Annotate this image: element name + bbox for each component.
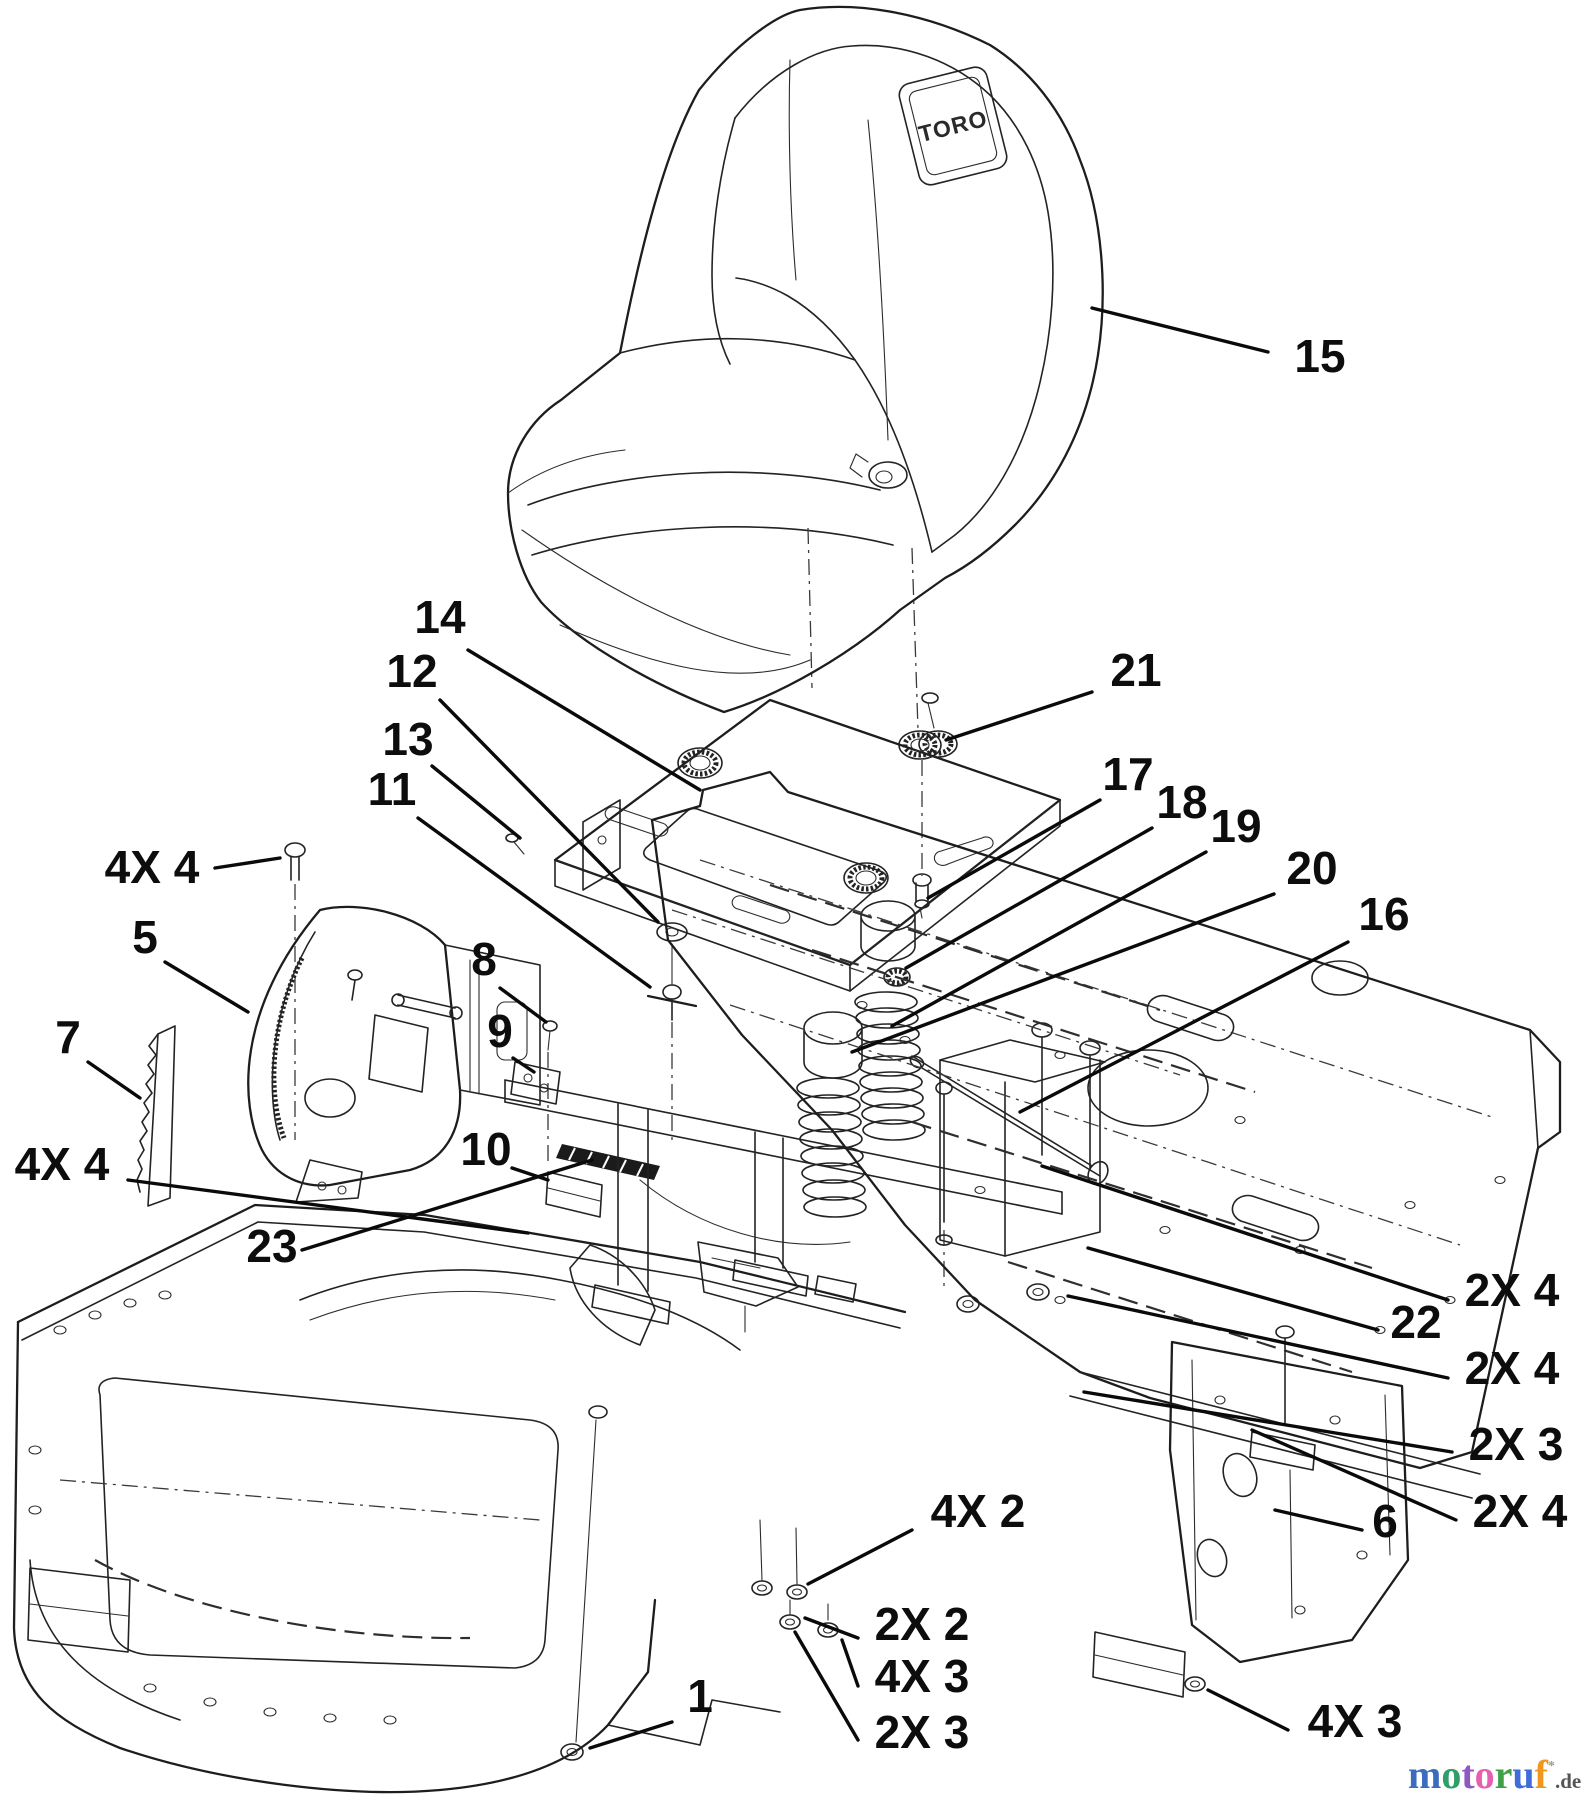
callout-leader-4x3-b [1206,1688,1290,1732]
callout-leader-4x2 [806,1528,914,1586]
callout-leader-2x3-a [1082,1390,1454,1454]
callout-leader-4x4-upper [213,856,282,870]
callout-leader-13 [430,764,522,840]
seat-mount-plate [505,692,1062,1021]
callout-leader-18 [904,826,1154,970]
callout-13: 13 [382,713,433,765]
callout-leader-7 [86,1060,142,1100]
callout-leader-2x4-b [1066,1294,1450,1380]
callout-leader-2x4-c [1250,1428,1458,1522]
callout-4x4-upper: 4X 4 [105,841,200,893]
callout-8: 8 [471,933,497,985]
callout-leader-23 [300,1158,594,1252]
callout-leader-8 [498,986,548,1024]
callout-2x4-b: 2X 4 [1465,1342,1560,1394]
callout-2x4-a: 2X 4 [1465,1264,1560,1316]
callout-leader-2x3-b [793,1630,860,1742]
callout-leader-17 [926,798,1102,900]
callout-leader-14 [466,648,702,792]
callout-leader-5 [163,960,250,1014]
callout-1: 1 [687,1670,713,1722]
construction-lines [294,527,945,1286]
callout-12: 12 [386,645,437,697]
seat-support-and-springs [504,873,1109,1325]
callout-15: 15 [1294,330,1345,382]
callout-leader-2x2 [803,1616,860,1640]
toro-logo-text: TORO [916,105,990,147]
callout-19: 19 [1210,800,1261,852]
callout-17: 17 [1102,748,1153,800]
callout-11: 11 [368,763,417,815]
callout-23: 23 [246,1220,297,1272]
callout-18: 18 [1156,776,1207,828]
callout-10: 10 [460,1123,511,1175]
callout-2x4-c: 2X 4 [1473,1485,1568,1537]
callout-6: 6 [1372,1495,1398,1547]
callout-20: 20 [1286,842,1337,894]
callout-leader-19 [890,850,1208,1028]
callout-2x3-a: 2X 3 [1469,1418,1564,1470]
callout-leader-4x4-lower [126,1178,530,1235]
callout-14: 14 [414,591,466,643]
callout-2x3-b: 2X 3 [875,1706,970,1758]
callout-leader-2x4-a [1040,1164,1450,1302]
callout-leader-4x3-a [840,1638,860,1688]
callout-leader-9 [511,1056,536,1074]
callout-leader-22 [1086,1246,1380,1332]
callout-leader-21 [944,690,1094,742]
callout-7: 7 [55,1011,81,1063]
callout-21: 21 [1110,644,1161,696]
callout-9: 9 [487,1005,513,1057]
toro-logo-patch: TORO [898,66,1008,186]
callout-4x3-b: 4X 3 [1308,1695,1403,1747]
callout-4x2: 4X 2 [931,1485,1026,1537]
callout-4x3-a: 4X 3 [875,1650,970,1702]
callout-leader-1 [588,1720,674,1750]
locknut-21 [898,730,942,760]
frame-front-section [12,1203,907,1794]
callout-5: 5 [132,911,158,963]
frame-right-panel [650,770,1562,1499]
callout-leader-20 [850,892,1276,1054]
callout-22: 22 [1390,1296,1441,1348]
callout-leader-10 [510,1166,550,1182]
callout-leader-11 [416,816,652,989]
callout-leader-15 [1090,306,1270,354]
motoruf-logo[interactable]: motoruf*.de [1408,1752,1581,1797]
callout-leader-16 [1018,940,1350,1114]
seat-adjuster-bracket [136,842,660,1218]
support-bracket-6 [1092,1325,1410,1698]
callout-leader-6 [1273,1508,1364,1532]
seat-illustration: TORO [506,5,1104,714]
callout-2x2: 2X 2 [875,1598,970,1650]
callout-16: 16 [1358,888,1409,940]
callout-leader-12 [438,698,660,924]
callout-4x4-lower: 4X 4 [15,1138,110,1190]
